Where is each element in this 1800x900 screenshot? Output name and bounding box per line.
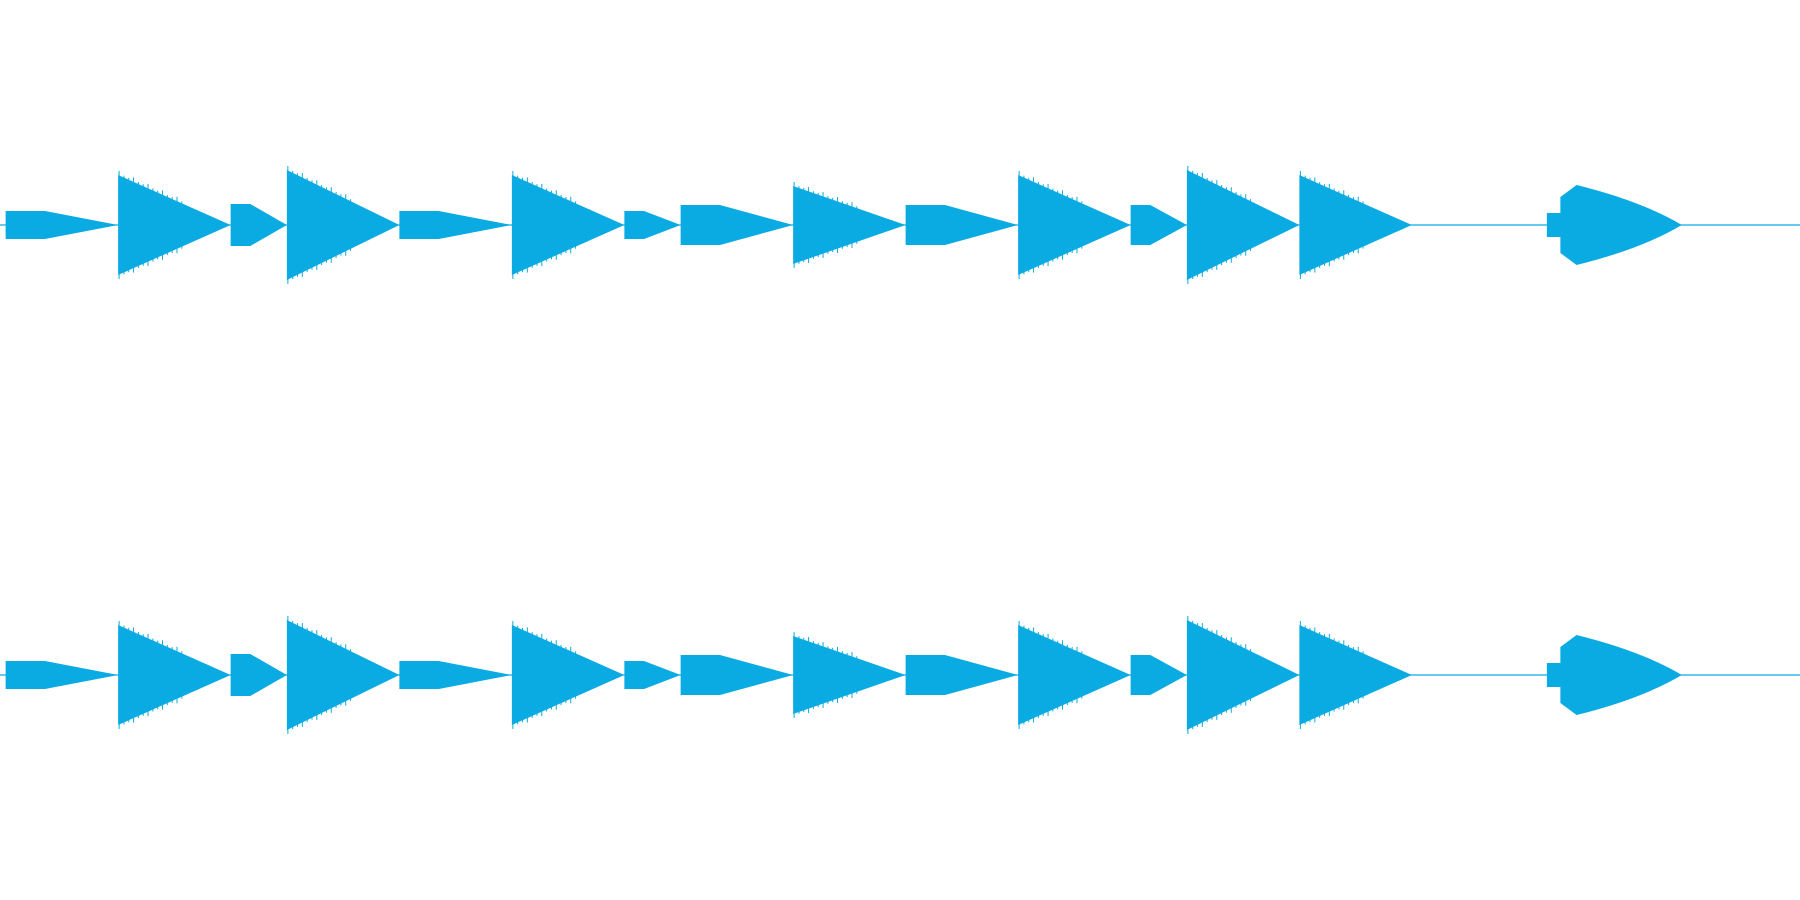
channel-left-note-10-envelope xyxy=(905,205,1019,245)
channel-right-note-1-envelope xyxy=(5,661,119,689)
channel-left-note-6-envelope xyxy=(511,175,625,275)
channel-left-note-10 xyxy=(905,205,1019,245)
channel-right-note-15 xyxy=(1546,635,1682,715)
channel-left-track[interactable] xyxy=(0,95,1800,355)
channel-left-note-13 xyxy=(1186,166,1300,284)
channel-left-note-5 xyxy=(399,211,512,239)
channel-left-note-12-envelope xyxy=(1130,205,1187,245)
channel-right-note-9 xyxy=(793,632,906,718)
channel-right-note-6 xyxy=(511,621,625,729)
channel-right-note-10-envelope xyxy=(905,655,1019,695)
channel-right-note-11-envelope xyxy=(1018,625,1131,725)
channel-right-note-15-envelope xyxy=(1546,635,1682,715)
channel-left-note-14-envelope xyxy=(1299,175,1412,275)
channel-left-note-11-envelope xyxy=(1018,175,1131,275)
channel-left-note-4 xyxy=(286,166,400,284)
channel-left-note-8 xyxy=(680,205,794,245)
channel-left-note-15-envelope xyxy=(1546,185,1682,265)
channel-right-note-14 xyxy=(1299,621,1412,729)
channel-right-note-1 xyxy=(5,661,119,689)
channel-left-note-8-envelope xyxy=(680,205,794,245)
channel-right-note-7 xyxy=(624,661,681,689)
channel-right-track[interactable] xyxy=(0,545,1800,805)
channel-right-note-12 xyxy=(1130,655,1187,695)
channel-right-note-11 xyxy=(1018,621,1131,729)
channel-right-note-12-envelope xyxy=(1130,655,1187,695)
channel-right-note-14-envelope xyxy=(1299,625,1412,725)
channel-right-note-3-envelope xyxy=(230,654,287,696)
channel-right-waveform xyxy=(0,616,1800,734)
channel-left-note-13-envelope xyxy=(1186,170,1300,280)
channel-right-note-2-envelope xyxy=(118,625,231,725)
channel-left-note-3 xyxy=(230,204,287,246)
channel-left-note-3-envelope xyxy=(230,204,287,246)
channel-left-note-5-envelope xyxy=(399,211,512,239)
channel-left-note-1 xyxy=(5,211,119,239)
channel-left-note-9-envelope xyxy=(793,186,906,264)
channel-left-waveform xyxy=(0,166,1800,284)
channel-left-note-4-envelope xyxy=(286,170,400,280)
channel-right-note-9-envelope xyxy=(793,636,906,714)
channel-right-note-7-envelope xyxy=(624,661,681,689)
channel-right-note-5-envelope xyxy=(399,661,512,689)
channel-left-note-6 xyxy=(511,171,625,279)
channel-right-note-13 xyxy=(1186,616,1300,734)
channel-left-note-11 xyxy=(1018,171,1131,279)
channel-left-note-12 xyxy=(1130,205,1187,245)
channel-right-note-13-envelope xyxy=(1186,620,1300,730)
channel-right-note-3 xyxy=(230,654,287,696)
channel-right-note-10 xyxy=(905,655,1019,695)
channel-right-note-8-envelope xyxy=(680,655,794,695)
channel-left-note-7-envelope xyxy=(624,211,681,239)
channel-left-note-15 xyxy=(1546,185,1682,265)
channel-left-note-14 xyxy=(1299,171,1412,279)
channel-left-note-2-envelope xyxy=(118,175,231,275)
channel-left-note-1-envelope xyxy=(5,211,119,239)
channel-right-note-5 xyxy=(399,661,512,689)
channel-right-note-2 xyxy=(118,621,231,729)
channel-right-note-8 xyxy=(680,655,794,695)
channel-right-note-6-envelope xyxy=(511,625,625,725)
channel-left-note-2 xyxy=(118,171,231,279)
channel-left-note-9 xyxy=(793,182,906,268)
channel-right-note-4-envelope xyxy=(286,620,400,730)
channel-right-note-4 xyxy=(286,616,400,734)
channel-left-note-7 xyxy=(624,211,681,239)
